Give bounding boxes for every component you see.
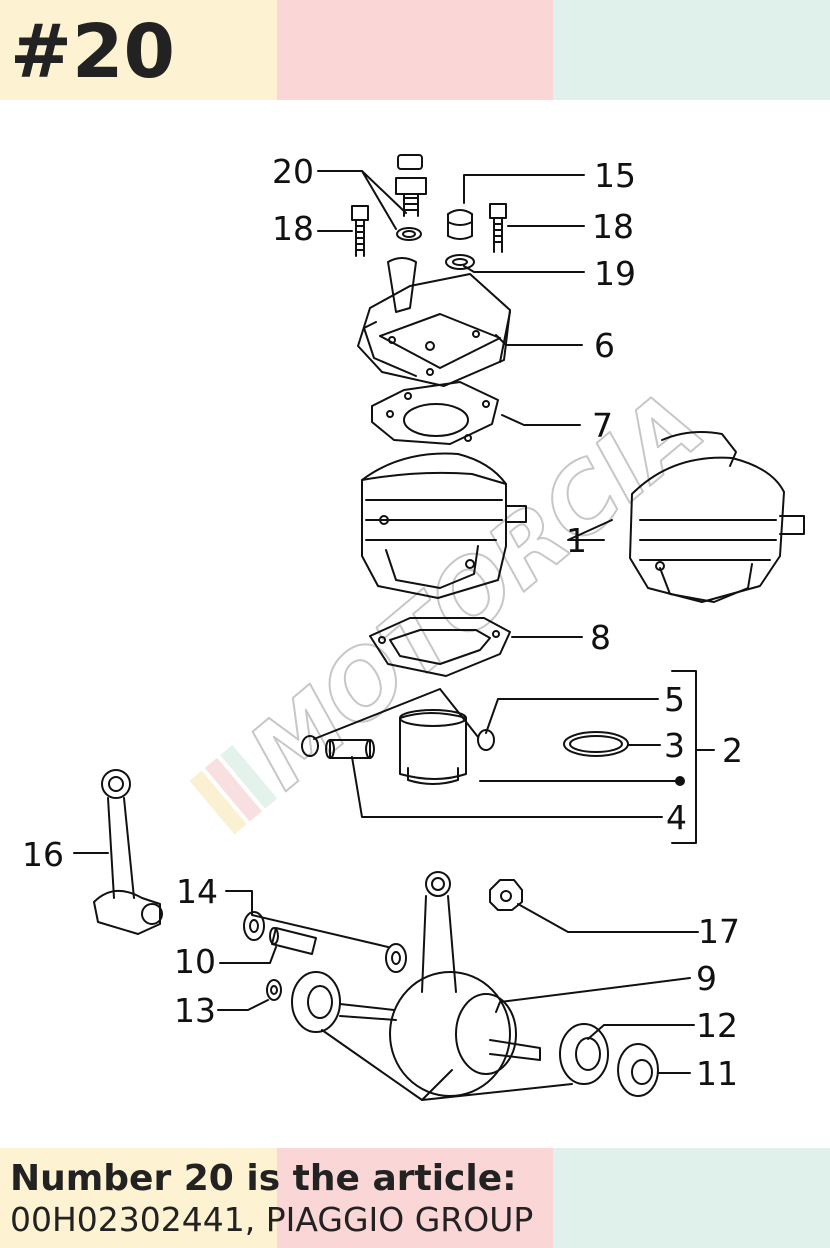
part-6-cylinder-head [357,257,511,387]
part-18-bolt-left [351,205,369,257]
part-13-washer [266,979,282,1001]
callout-9: 9 [696,959,717,998]
part-piston [399,709,467,785]
callout-13: 13 [174,991,216,1030]
page-title: #20 [10,9,175,95]
callout-1: 1 [566,521,587,560]
callout-17: 17 [698,912,740,951]
part-12-bearing-right [559,1023,609,1085]
part-16-connecting-rod [93,769,163,935]
callout-labels: 20 15 18 18 19 6 7 1 8 5 3 2 4 16 14 17 … [22,152,743,1093]
footer-part-number: 00H02302441, PIAGGIO GROUP [10,1200,534,1239]
part-9-crankshaft [339,871,541,1097]
callout-19: 19 [594,254,636,293]
callout-20: 20 [272,152,314,191]
part-15-cap-nut [447,209,473,240]
band-segment-pink [276,1148,554,1248]
band-segment-yellow [0,1148,277,1248]
part-17-nut [489,879,523,911]
band-segment-pink [276,0,554,100]
part-19-washer [445,254,475,270]
part-4-piston-pin [325,739,375,759]
callout-8: 8 [590,618,611,657]
parts-diagram: MOTORCIA [22,152,805,1101]
part-3-piston-ring [563,731,629,757]
callout-14: 14 [176,872,218,911]
callout-12: 12 [696,1006,738,1045]
callout-5: 5 [664,680,685,719]
part-18-bolt-right [489,203,507,253]
part-14-thrust-washers [243,911,407,973]
part-12-bearing-left [291,971,341,1033]
callout-11: 11 [696,1054,738,1093]
band-segment-mint [553,0,830,100]
callout-15: 15 [594,156,636,195]
leader-lines [73,170,715,1101]
callout-6: 6 [594,326,615,365]
top-color-band [0,0,830,100]
bottom-color-band [0,1148,830,1248]
part-11-oil-seal [617,1043,659,1097]
part-7-gasket [371,381,499,445]
watermark-text: MOTORCIA [230,371,724,809]
part-cylinder-left [361,452,527,599]
callout-4: 4 [666,798,687,837]
callout-18-left: 18 [272,209,314,248]
part-1-cylinder [629,431,805,603]
footer-caption: Number 20 is the article: [10,1158,517,1199]
callout-16: 16 [22,835,64,874]
callout-10: 10 [174,942,216,981]
part-20-screw [395,154,427,241]
callout-2: 2 [722,731,743,770]
part-10-crank-pin [269,927,317,955]
callout-18-right: 18 [592,207,634,246]
band-segment-yellow [0,0,277,100]
part-8-base-gasket [369,617,511,677]
callout-3: 3 [664,726,685,765]
band-segment-mint [553,1148,830,1248]
callout-7: 7 [592,406,613,445]
